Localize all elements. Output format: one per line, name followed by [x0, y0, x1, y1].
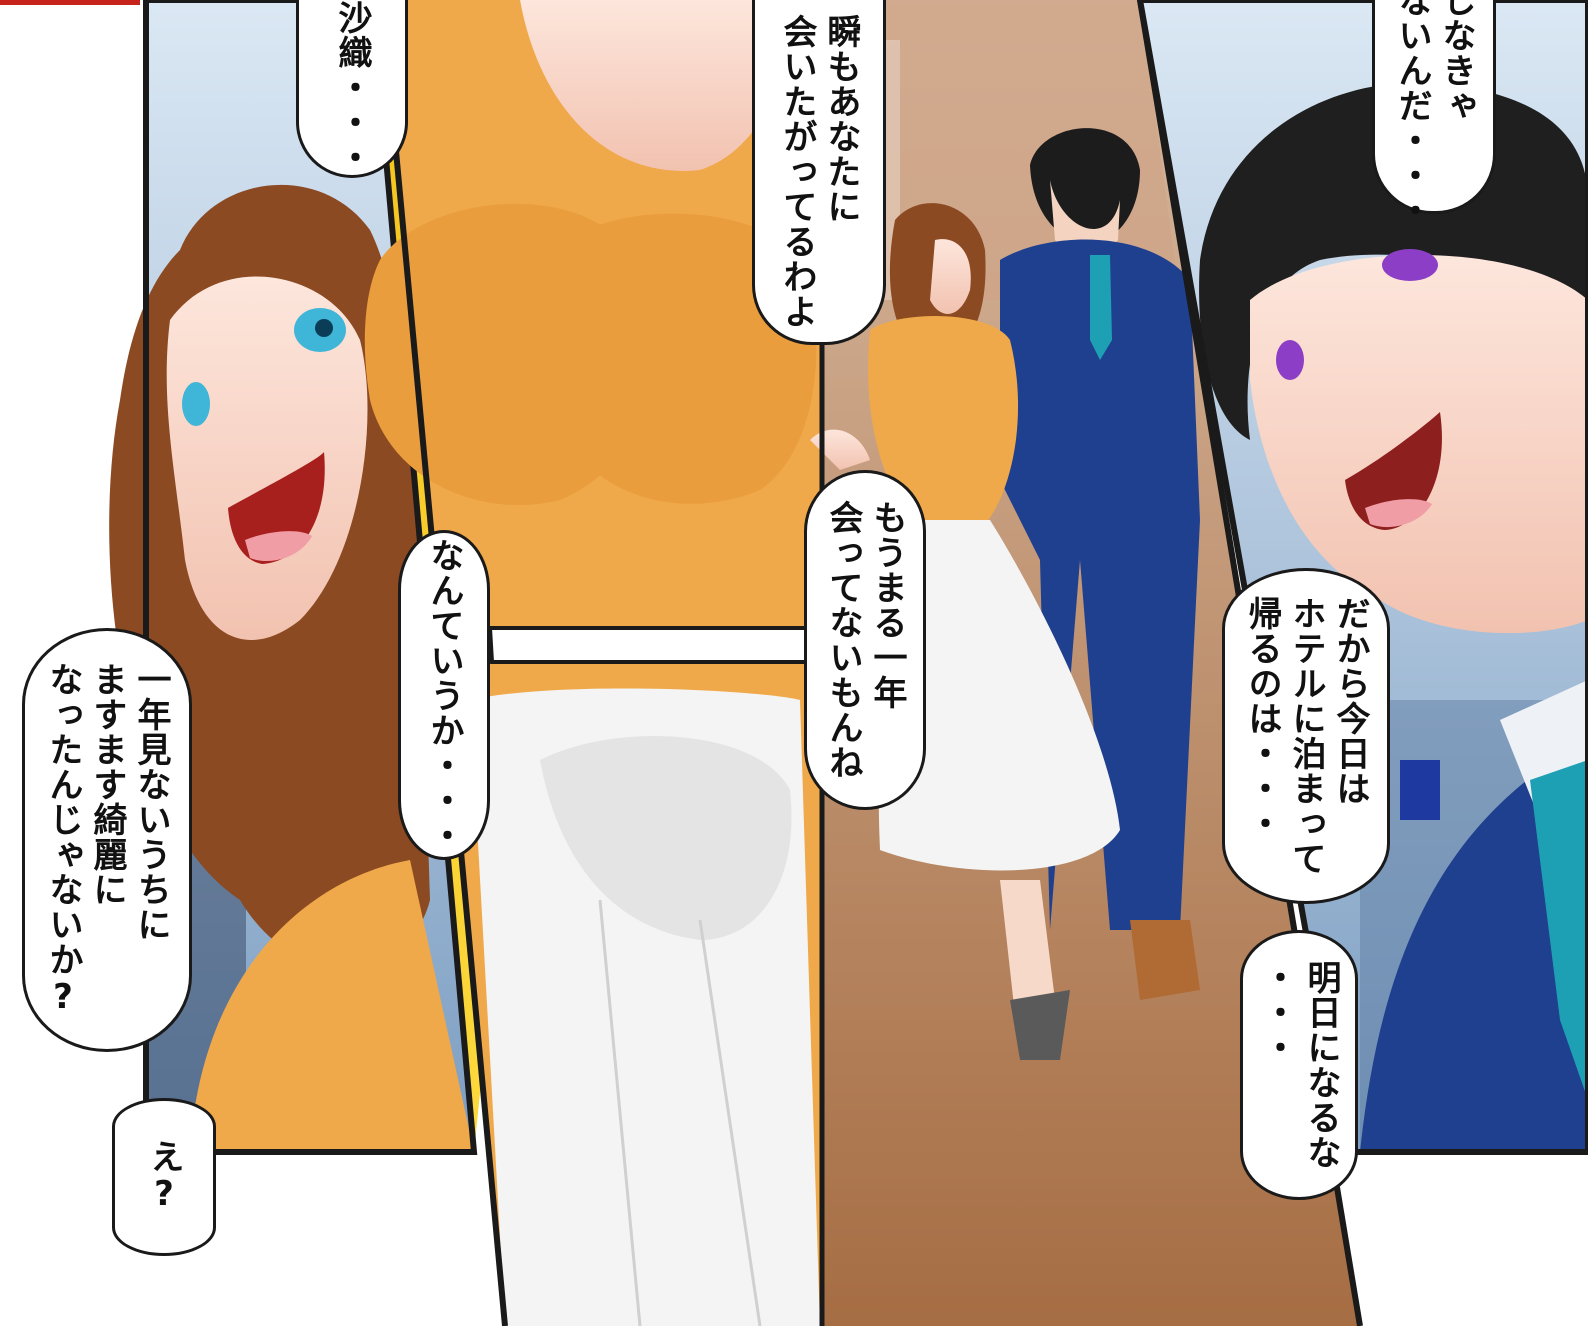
speech-bubble-1: 瞬もあなたに 会いたがってるわよ — [752, 0, 886, 345]
dialogue-text: 沙織・・・ — [332, 0, 372, 175]
dialogue-text: なんていうか・・・ — [424, 537, 464, 853]
speech-bubble-7: え? — [112, 1098, 216, 1256]
panel-right — [1136, 0, 1588, 1155]
dialogue-text: 一年見ないうちに ますます綺麗に なったんじゃないか? — [43, 662, 171, 1018]
dialogue-text: 明日になるな ・・・ — [1257, 960, 1341, 1170]
speech-bubble-8: だから今日は ホテルに泊まって 帰るのは・・・ — [1222, 568, 1390, 904]
speech-bubble-6: 一年見ないうちに ますます綺麗に なったんじゃないか? — [22, 628, 192, 1052]
speech-bubble-3: しなきゃ ないんだ・・・ — [1372, 0, 1496, 228]
dialogue-text: え? — [144, 1139, 184, 1215]
speech-bubble-9: 明日になるな ・・・ — [1240, 930, 1358, 1200]
dialogue-text: しなきゃ ないんだ・・・ — [1392, 0, 1476, 228]
dialogue-text: だから今日は ホテルに泊まって 帰るのは・・・ — [1242, 596, 1370, 876]
speech-bubble-5: なんていうか・・・ — [398, 530, 490, 860]
speech-bubble-2: 沙織・・・ — [296, 0, 408, 178]
dialogue-text: もうまる一年 会ってないもんね — [823, 500, 907, 780]
dialogue-text: 瞬もあなたに 会いたがってるわよ — [777, 13, 861, 329]
speech-bubble-4: もうまる一年 会ってないもんね — [804, 470, 926, 810]
